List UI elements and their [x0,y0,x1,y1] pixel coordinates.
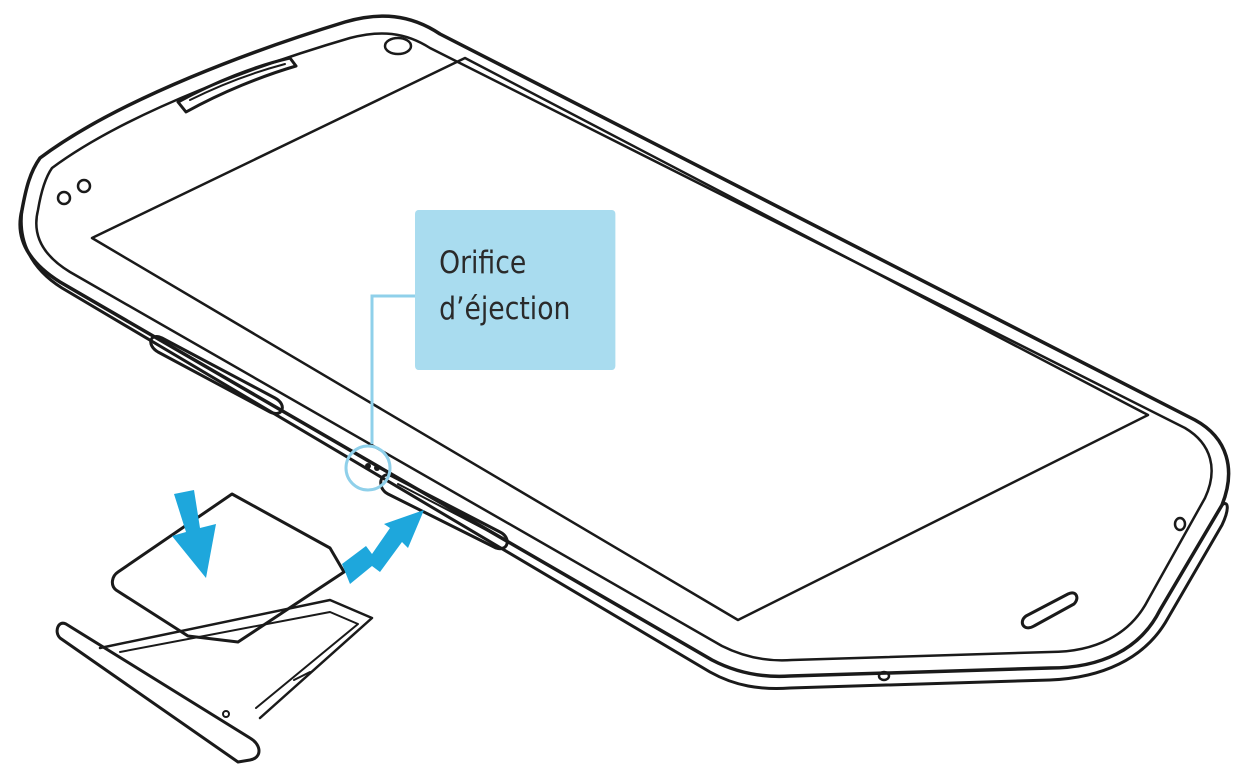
usb-port [1020,591,1079,630]
sim-slot [379,473,509,551]
phone-screen [90,56,1150,622]
earpiece-speaker-detail [189,63,286,101]
sim-tray-frame [98,598,374,720]
headphone-hole [1173,516,1187,532]
sim-tray-handle [55,621,261,764]
earpiece-speaker [176,56,298,114]
sim-tray-slot-mark [293,671,311,681]
sim-card [110,492,346,644]
callout-label: Orifice d’éjection [415,210,616,370]
phone-side-edge [19,208,1229,690]
sim-slot-detail [397,483,495,535]
eject-pinhole [374,465,380,471]
eject-pinhole [365,463,371,469]
sim-tray-notch [222,710,230,718]
callout-highlight-circle [344,444,392,492]
volume-button [149,335,284,415]
callout-leader-line [370,294,415,444]
callout-line-1: Orifice [439,245,527,281]
microphone-hole [877,670,891,682]
arrow-right-icon [342,510,424,584]
sensor-dot [76,178,92,194]
sim-tray-frame-inner [119,611,359,709]
arrow-down-icon [172,490,216,578]
callout-line-2: d’éjection [439,291,571,327]
sensor-dot [56,190,72,206]
front-camera [383,36,413,56]
